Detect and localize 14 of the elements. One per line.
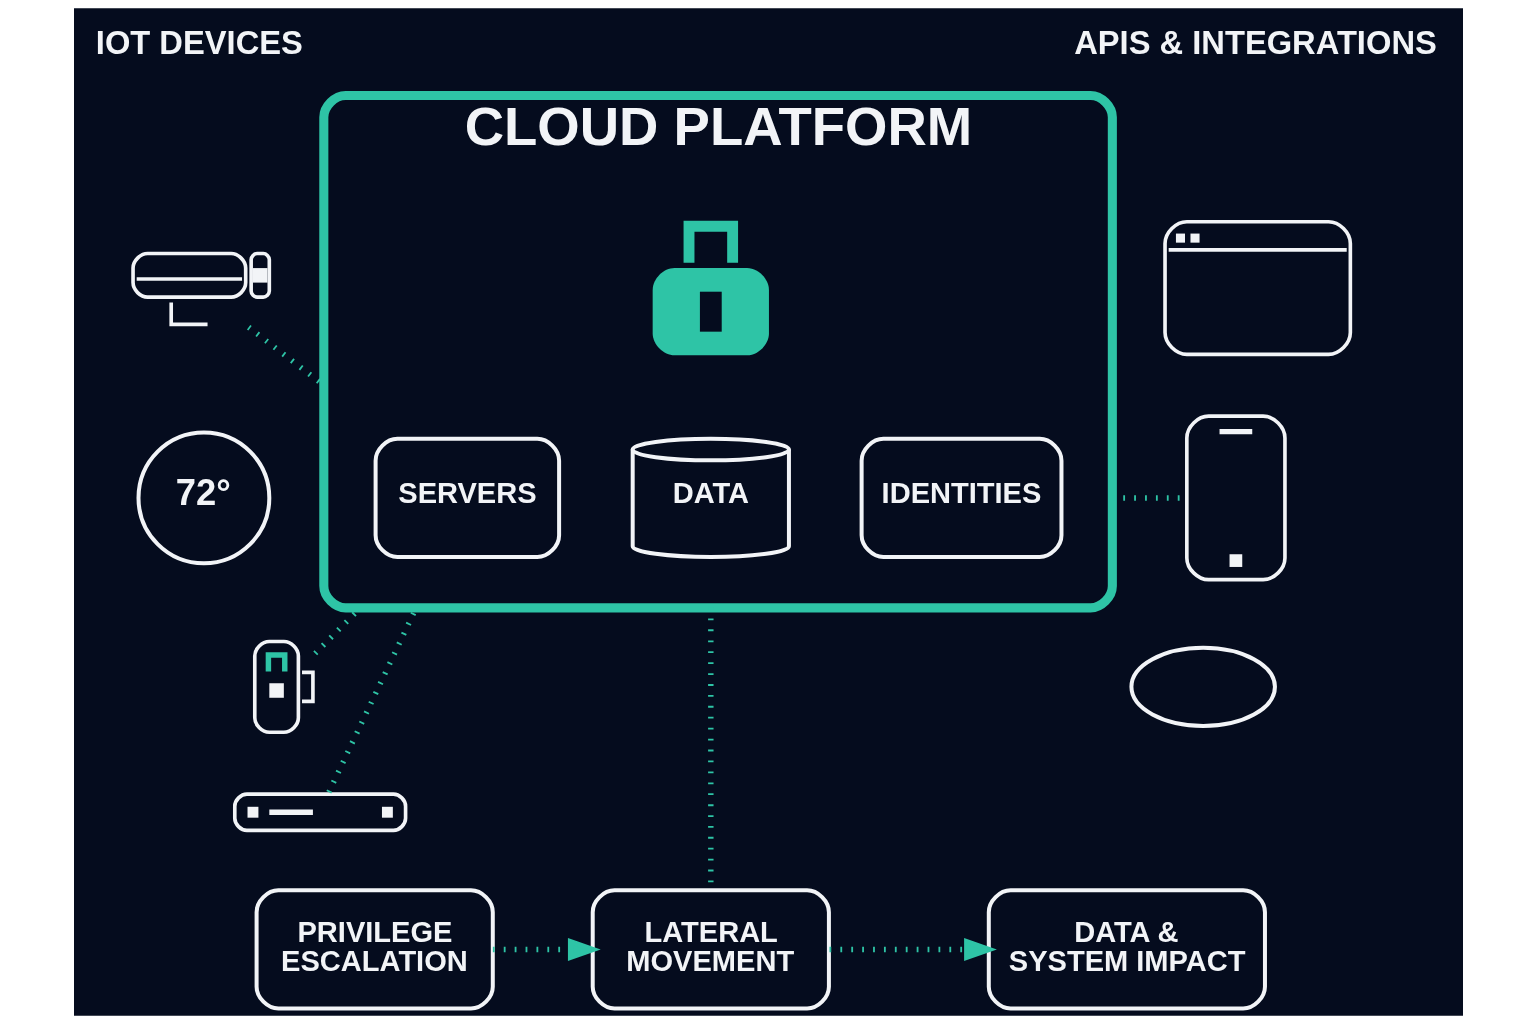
node-picture — [232, 792, 407, 833]
node-box: SERVERS — [373, 436, 561, 559]
node-box: IDENTITIES — [859, 436, 1063, 559]
arrow — [492, 937, 601, 961]
label: APIS & INTEGRATIONS — [1073, 24, 1437, 62]
node-picture — [1184, 414, 1287, 582]
node-box: DATA & SYSTEM IMPACT — [986, 888, 1267, 1011]
node-box: PRIVILEGE ESCALATION — [254, 888, 495, 1011]
node-box: LATERAL MOVEMENT — [590, 888, 831, 1011]
node-cloud — [1128, 645, 1277, 728]
arrow — [828, 937, 997, 961]
node-circle: 72° — [136, 430, 271, 566]
node-picture — [1162, 219, 1352, 357]
label: IOT DEVICES — [95, 24, 303, 62]
